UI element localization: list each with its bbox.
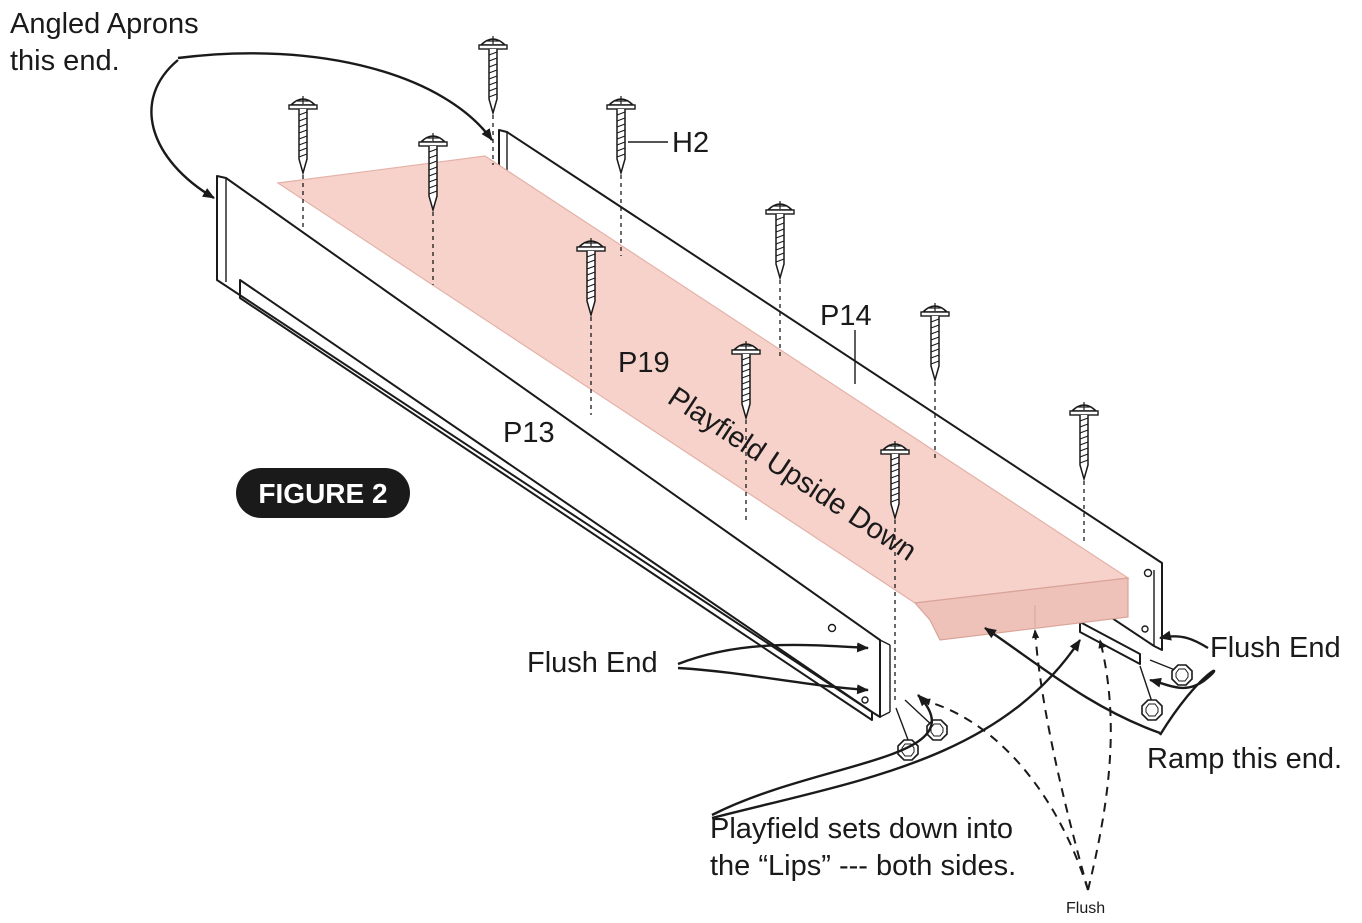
screw-icon xyxy=(765,200,795,360)
leader-arrows xyxy=(150,52,1216,891)
playfield-top xyxy=(276,155,1130,604)
screw-icon xyxy=(920,302,950,460)
figure-badge: FIGURE 2 xyxy=(236,468,410,518)
screw-icon xyxy=(606,95,636,256)
screw-icon xyxy=(880,440,910,700)
lips-label: Playfield sets down into xyxy=(710,813,1013,845)
bolt-icon xyxy=(1171,664,1193,686)
part-label-p13: P13 xyxy=(503,417,555,449)
screw-icon xyxy=(478,35,508,165)
playfield-p19 xyxy=(276,155,1130,641)
flush-end-label-right: Flush End xyxy=(1210,632,1341,664)
end-bolts xyxy=(895,659,1193,761)
bolt-icon xyxy=(1141,699,1163,721)
angled-aprons-label-line2: this end. xyxy=(10,45,120,77)
playfield-front-edge xyxy=(913,577,1129,641)
angled-aprons-label: Angled Aprons xyxy=(10,8,199,40)
screw-icon xyxy=(576,237,606,415)
side-apron-p13 xyxy=(216,175,891,721)
screw-icon xyxy=(1069,401,1099,545)
screws-h2 xyxy=(288,35,1099,700)
part-label-h2: H2 xyxy=(672,127,709,159)
flush-end-label-left: Flush End xyxy=(527,647,658,679)
screw-icon xyxy=(731,340,761,520)
ramp-this-end-label: Ramp this end. xyxy=(1147,743,1342,775)
part-label-p14: P14 xyxy=(820,300,872,332)
part-label-p19: P19 xyxy=(618,347,670,379)
diagram-labels: Angled Aprons this end. H2 P14 P19 P13 P… xyxy=(10,8,1342,917)
flush-small-label: Flush xyxy=(1066,900,1105,917)
lips-label-line2: the “Lips” --- both sides. xyxy=(710,850,1016,882)
screw-icon xyxy=(288,95,318,228)
figure-badge-label: FIGURE 2 xyxy=(258,478,387,509)
